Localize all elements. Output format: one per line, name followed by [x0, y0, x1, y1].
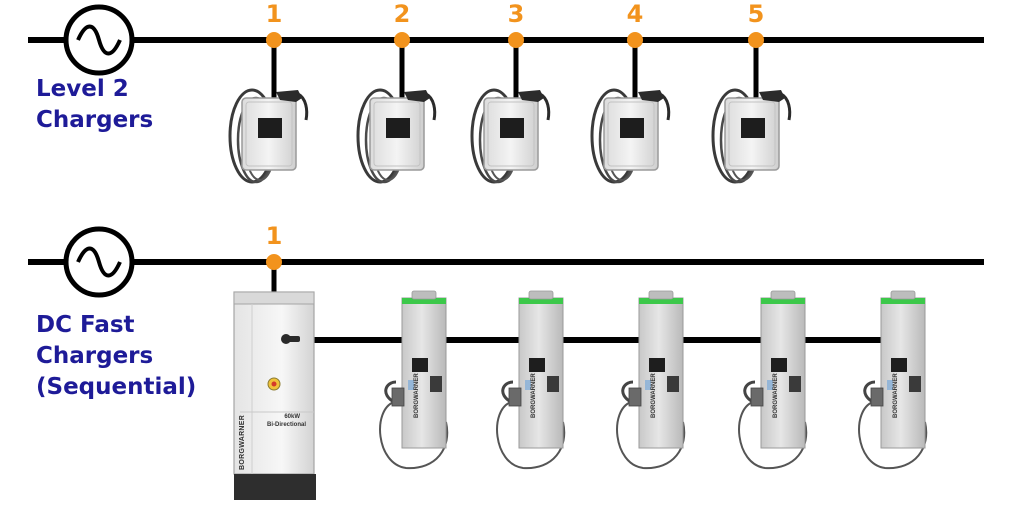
level2-node-4 [627, 32, 643, 48]
level2-node-5 [748, 32, 764, 48]
level2-node-3 [508, 32, 524, 48]
level2-label-line: Level 2 [36, 76, 129, 102]
dc-dispenser-icon [378, 289, 449, 470]
cabinet-power-label: 60kW [284, 414, 300, 420]
dc-dispenser-icon [857, 289, 928, 470]
level2-node-1 [266, 32, 282, 48]
level2-node-2 [394, 32, 410, 48]
ac-source-icon [63, 226, 135, 298]
wallbox-charger-icon [590, 88, 671, 184]
level2-section-label: Level 2 Chargers [36, 74, 153, 136]
level2-node-4-number: 4 [627, 0, 644, 28]
level2-label-line: Chargers [36, 107, 154, 133]
dc-node-1 [266, 254, 282, 270]
dc-dispenser-icon [495, 289, 566, 470]
level2-node-1-number: 1 [266, 0, 283, 28]
dc-section-label: DC Fast Chargers (Sequential) [36, 310, 196, 403]
level2-node-2-number: 2 [394, 0, 411, 28]
dc-label-line: (Sequential) [36, 374, 197, 400]
wallbox-charger-icon [228, 88, 309, 184]
dc-node-1-number: 1 [266, 222, 283, 250]
dc-dispenser-icon [737, 289, 808, 470]
level2-node-5-number: 5 [748, 0, 765, 28]
cabinet-mode-label: Bi-Directional [267, 422, 306, 428]
dc-label-line: DC Fast [36, 312, 135, 338]
wallbox-charger-icon [470, 88, 551, 184]
power-cabinet-icon: 60kW Bi-Directional BORGWARNER [233, 291, 316, 500]
ac-source-icon [63, 4, 135, 76]
level2-node-3-number: 3 [508, 0, 525, 28]
wallbox-charger-icon [711, 88, 792, 184]
level2-node-group: 1 2 3 4 5 [266, 0, 765, 98]
wallbox-charger-icon [356, 88, 437, 184]
dc-label-line: Chargers [36, 343, 154, 369]
dc-dispenser-icon [615, 289, 686, 470]
cabinet-brand-label: BORGWARNER [239, 415, 246, 470]
